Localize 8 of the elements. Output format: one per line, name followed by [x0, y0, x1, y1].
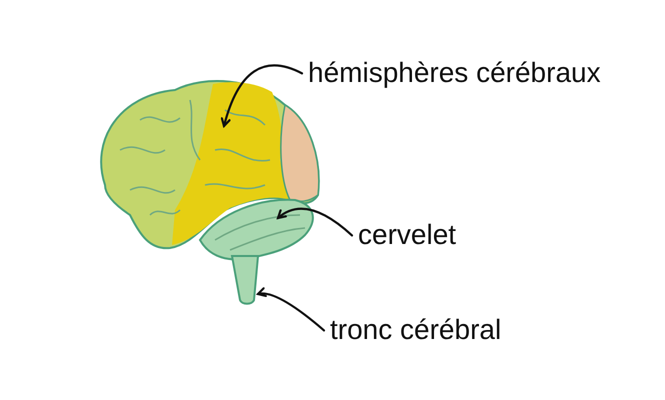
- curved-arrow: [221, 64, 304, 128]
- part-label: tronc cérébral: [330, 315, 502, 346]
- part-label: hémisphères cérébraux: [308, 58, 601, 89]
- curved-arrow: [256, 288, 326, 332]
- cerebellum-drawing: [199, 198, 314, 260]
- brainstem-drawing: [231, 255, 259, 305]
- curved-arrow: [276, 208, 354, 236]
- part-label: cervelet: [358, 220, 456, 251]
